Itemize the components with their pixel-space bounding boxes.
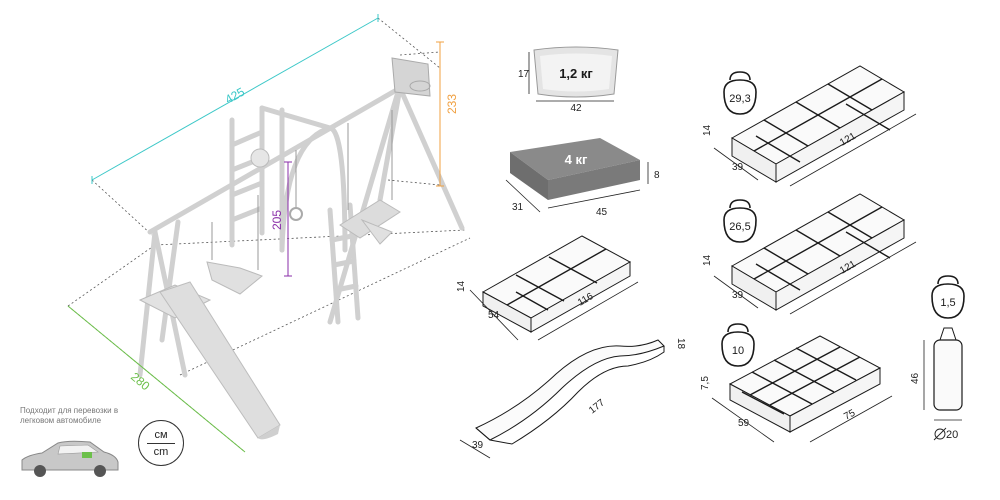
swing-height-label: 205	[270, 210, 284, 230]
playset-illustration: 425 233 205 280	[67, 14, 471, 453]
car-icon	[21, 440, 119, 477]
board-width-label: 45	[596, 207, 608, 218]
slide-part-length-label: 177	[587, 397, 607, 416]
playset-width-label: 425	[223, 85, 248, 107]
box-3-depth-label: 59	[738, 418, 750, 429]
units-en: cm	[153, 446, 169, 458]
units-badge: см cm	[138, 420, 184, 466]
kettlebell-icon	[721, 323, 755, 367]
board-height-label: 8	[654, 170, 660, 181]
slide-part-height-label: 18	[675, 338, 686, 350]
box-2-height-label: 14	[702, 254, 713, 266]
box-3-weight: 10	[721, 323, 755, 367]
board-weight-label: 4 кг	[565, 152, 588, 167]
pack-small-item: 14 54 116	[456, 235, 639, 341]
bag-sport-height-label: 46	[910, 372, 921, 384]
car-transport-note: Подходит для перевозки в легковом автомо…	[20, 406, 119, 425]
box-2-weight-label: 26,5	[729, 221, 750, 233]
box-3-weight-label: 10	[732, 345, 744, 357]
box-1-depth-label: 39	[732, 162, 744, 173]
bag-sport-weight-label: 1,5	[940, 297, 955, 309]
units-ru: см	[154, 429, 168, 441]
bag-item: 1,2 кг 17 42	[518, 46, 619, 114]
punching-bag-item: 46 20	[910, 327, 963, 441]
bag-height-label: 17	[518, 69, 530, 80]
kettlebell-icon	[723, 199, 757, 243]
board-item: 4 кг 8 31 45	[505, 138, 660, 218]
pack-small-height-label: 14	[456, 280, 467, 292]
pack-small-depth-label: 54	[488, 310, 500, 321]
box-2-weight: 26,5	[723, 199, 757, 243]
box-3-height-label: 7,5	[700, 376, 711, 390]
box-item-2	[730, 193, 906, 311]
box-3-length-label: 75	[842, 408, 857, 423]
slide-part-item: 18 39 177	[459, 338, 686, 459]
box-1-weight: 29,3	[723, 71, 757, 115]
bag-weight-label: 1,2 кг	[559, 66, 593, 81]
slide-part-width-label: 39	[472, 440, 484, 451]
playset-height-label: 233	[445, 94, 459, 114]
box-item-1	[730, 65, 906, 183]
units-divider	[147, 443, 175, 444]
kettlebell-icon	[723, 71, 757, 115]
kettlebell-icon	[931, 275, 965, 319]
bag-sport-weight: 1,5	[931, 275, 965, 319]
bag-sport-diameter-label: 20	[946, 429, 958, 441]
box-2-depth-label: 39	[732, 290, 744, 301]
bag-width-label: 42	[570, 103, 582, 114]
box-1-height-label: 14	[702, 124, 713, 136]
board-depth-label: 31	[512, 202, 524, 213]
bag-icon	[933, 339, 963, 411]
box-item-3	[728, 335, 882, 433]
box-1-weight-label: 29,3	[729, 93, 750, 105]
